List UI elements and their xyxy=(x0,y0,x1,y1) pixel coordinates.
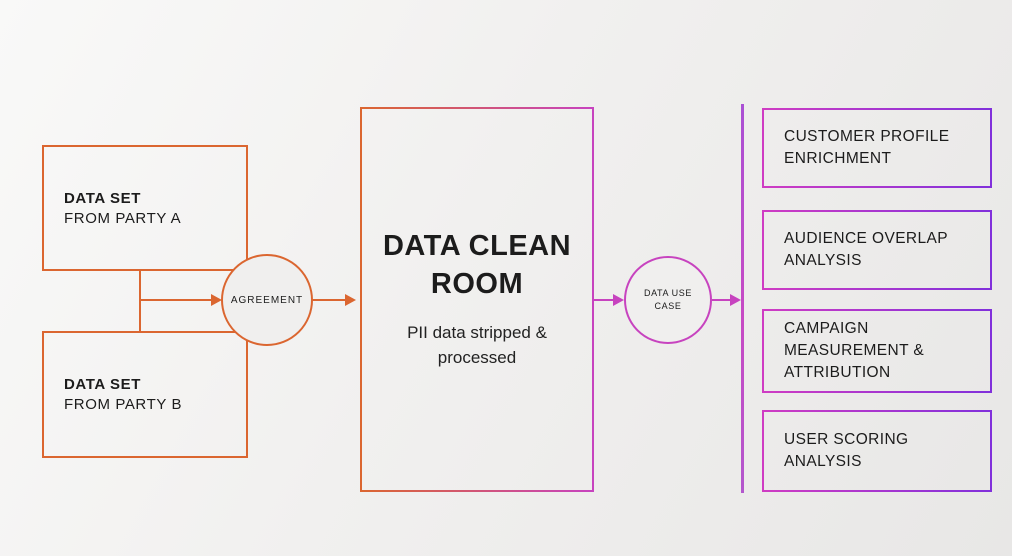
use-case-label: CUSTOMER PROFILE ENRICHMENT xyxy=(784,128,950,167)
use-case-label: AUDIENCE OVERLAP ANALYSIS xyxy=(784,230,948,269)
data-use-case-circle: DATA USE CASE xyxy=(624,256,712,344)
agreement-label: AGREEMENT xyxy=(230,294,304,306)
datasets-to-agreement-line xyxy=(139,299,213,301)
dataset-a-title: DATA SET xyxy=(64,189,142,207)
data-use-case-label: DATA USE CASE xyxy=(644,287,692,312)
use-case-box-campaign-measurement-attribution: CAMPAIGN MEASUREMENT & ATTRIBUTION xyxy=(762,309,992,393)
usecase-to-outputs-line xyxy=(712,299,733,301)
use-case-label: CAMPAIGN MEASUREMENT & ATTRIBUTION xyxy=(784,320,925,381)
dataset-party-a-box: DATA SET FROM PARTY A xyxy=(42,145,248,271)
arrow-right-icon xyxy=(211,294,222,306)
agreement-to-cleanroom-line xyxy=(311,299,347,301)
arrow-right-icon xyxy=(345,294,356,306)
use-case-label: USER SCORING ANALYSIS xyxy=(784,431,909,470)
clean-room-title: DATA CLEAN ROOM xyxy=(382,230,572,300)
cleanroom-to-usecase-line xyxy=(594,299,616,301)
outputs-separator-line xyxy=(741,104,744,493)
use-case-box-audience-overlap-analysis: AUDIENCE OVERLAP ANALYSIS xyxy=(762,210,992,290)
use-case-box-customer-profile-enrichment: CUSTOMER PROFILE ENRICHMENT xyxy=(762,108,992,188)
dataset-b-subtitle: FROM PARTY B xyxy=(64,396,183,413)
dataset-party-b-box: DATA SET FROM PARTY B xyxy=(42,331,248,458)
clean-room-subtitle: PII data stripped & processed xyxy=(407,322,547,368)
clean-room-box: DATA CLEAN ROOM PII data stripped & proc… xyxy=(360,107,594,492)
dataset-b-title: DATA SET xyxy=(64,376,142,393)
datasets-junction-line xyxy=(139,271,141,331)
arrow-right-icon xyxy=(730,294,741,306)
dataset-a-subtitle: FROM PARTY A xyxy=(64,209,182,227)
arrow-right-icon xyxy=(613,294,624,306)
use-case-box-user-scoring-analysis: USER SCORING ANALYSIS xyxy=(762,410,992,492)
agreement-circle: AGREEMENT xyxy=(221,254,313,346)
